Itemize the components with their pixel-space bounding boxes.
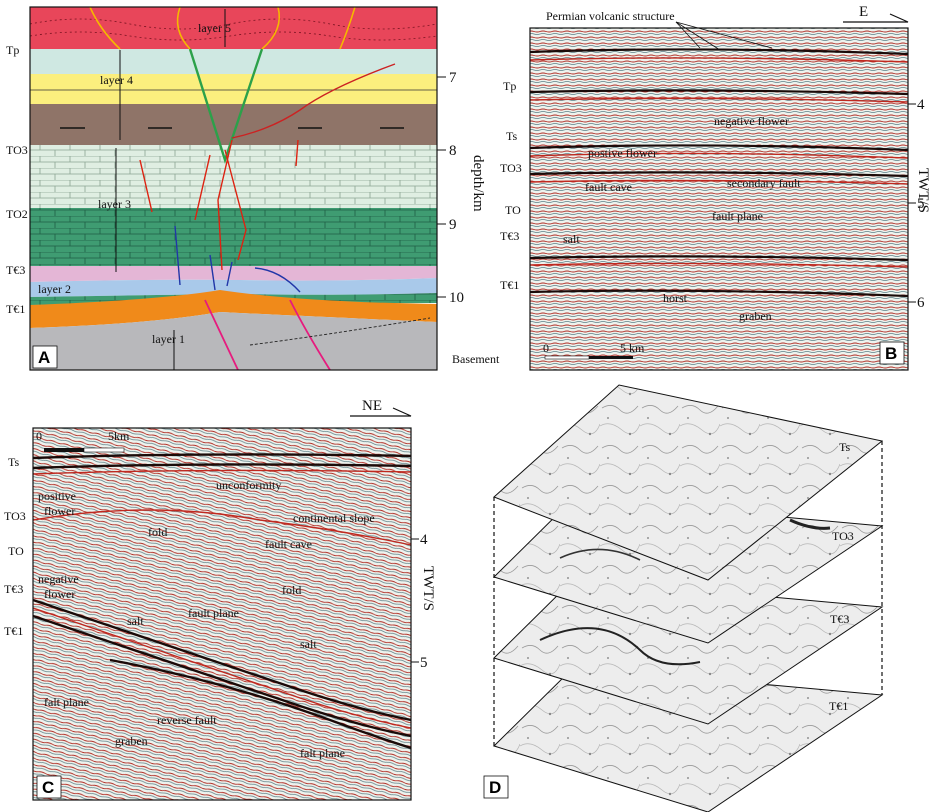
panel-c-continental-slope: continental slope	[293, 511, 375, 525]
panel-c-scale-zero: 0	[36, 429, 42, 443]
layer-5-band	[30, 7, 437, 49]
panel-c-negative-flower: flower	[44, 587, 75, 601]
panel-a-layer-4-label: layer 4	[100, 73, 133, 87]
panel-b-horizon-tp: Tp	[503, 79, 516, 93]
panel-b-negative-flower: negative flower	[714, 114, 789, 128]
panel-b-fault-plane: fault plane	[712, 209, 763, 223]
panel-d-stacked-slices: Ts TO3 T€3 T€1 D	[483, 384, 884, 812]
pink-band	[30, 266, 437, 282]
panel-b-title: Permian volcanic structure	[546, 9, 675, 23]
panel-a-layer-5-label: layer 5	[198, 21, 231, 35]
panel-c-horizon-ts: Ts	[8, 455, 19, 469]
panel-b-time-tick-4: 4	[917, 97, 925, 113]
panel-c-salt-1: salt	[127, 614, 144, 628]
panel-a-layer-2-label: layer 2	[38, 282, 71, 296]
panel-a-layer-1-label: layer 1	[152, 332, 185, 346]
panel-b-time-tick-6: 6	[917, 295, 925, 311]
panel-c-graben: graben	[115, 734, 148, 748]
panel-b-scale-zero: 0	[543, 341, 549, 355]
layer-1-orange-band	[30, 290, 437, 328]
panel-a-depth-tick-7: 7	[449, 70, 457, 86]
panel-d-slice-tc1-label: T€1	[829, 699, 848, 713]
panel-b-scale-label: 5 km	[620, 341, 645, 355]
panel-c-fault-plane: fault plane	[188, 606, 239, 620]
panel-b-salt: salt	[563, 232, 580, 246]
panel-a-horizon-to2: TO2	[6, 207, 28, 221]
panel-b-horizon-ts: Ts	[506, 129, 517, 143]
brown-band	[30, 104, 437, 145]
layer-2-band	[30, 278, 437, 297]
panel-b-horizon-tc3: T€3	[500, 229, 519, 243]
panel-a-depth-tick-9: 9	[449, 217, 457, 233]
panel-a-horizon-to3: TO3	[6, 143, 28, 157]
panel-a-horizon-tc1: T€1	[6, 302, 25, 316]
panel-c-horizon-to: TO	[8, 544, 24, 558]
slice-tc1	[493, 666, 884, 812]
layer-4-band	[30, 74, 437, 104]
panel-c-fold-1: fold	[148, 525, 167, 539]
panel-b-frame	[529, 27, 909, 371]
panel-b-horizon-to3: TO3	[500, 161, 522, 175]
layer-3-dark-dolomite	[30, 208, 437, 266]
panel-c-fault-cave: fault cave	[265, 537, 312, 551]
panel-c-scale-label: 5km	[108, 429, 130, 443]
panel-b-positive-flower: postive flower	[588, 146, 657, 160]
panel-c-time-axis-label: TWT/S	[420, 566, 436, 611]
panel-a-badge: A	[38, 348, 50, 367]
panel-c-badge: C	[42, 778, 54, 797]
panel-d-slice-tc3-label: T€3	[830, 612, 849, 626]
panel-c-salt-2: salt	[300, 637, 317, 651]
panel-a-depth-axis-label: depth/km	[470, 155, 486, 212]
panel-b-time-tick-5: 5	[917, 196, 925, 212]
panel-c-positive-flower: flower	[44, 504, 75, 518]
panel-a-horizon-tc3: T€3	[6, 263, 25, 277]
panel-b-horizon-to: TO	[505, 203, 521, 217]
panel-b-horizon-basement: Basement	[452, 352, 500, 366]
slice-tc3	[493, 578, 884, 725]
panel-c-falt-plane-2: falt plane	[300, 746, 345, 760]
panel-c-horizon-tc3: T€3	[4, 582, 23, 596]
panel-d-slice-ts-label: Ts	[839, 440, 850, 454]
panel-b-direction: E	[859, 4, 868, 20]
panel-c-time-tick-5: 5	[420, 655, 428, 671]
panel-c-direction: NE	[362, 398, 382, 414]
panel-a-depth-tick-10: 10	[449, 290, 464, 306]
panel-b-badge: B	[885, 344, 897, 363]
panel-a-horizon-tp: Tp	[6, 43, 19, 57]
panel-c-frame	[32, 427, 412, 801]
panel-a-depth-tick-8: 8	[449, 143, 457, 159]
panel-b-horst: horst	[663, 291, 688, 305]
panel-c-positive: positive	[38, 489, 76, 503]
layer-3-light-limestone	[30, 145, 437, 208]
panel-b-fault-cave: fault cave	[585, 180, 632, 194]
panel-b-graben: graben	[739, 309, 772, 323]
panel-a-geologic-section: layer 5 layer 4 layer 3 layer 2 layer 1 …	[6, 6, 486, 371]
panel-c-unconformity: unconformity	[216, 478, 281, 492]
panel-c-reverse-fault: reverse fault	[157, 713, 217, 727]
panel-c-seismic-profile: 0 5km NE Ts TO3 TO T€3 T€1 unconformity …	[4, 398, 436, 801]
panel-c-negative: negative	[38, 572, 79, 586]
panel-c-time-tick-4: 4	[420, 532, 428, 548]
tp-band	[30, 49, 437, 74]
panel-c-falt-plane-1: falt plane	[44, 695, 89, 709]
panel-b-seismic-profile: Permian volcanic structure E Tp Ts TO3 T…	[452, 4, 931, 371]
panel-c-horizon-to3: TO3	[4, 509, 26, 523]
panel-b-secondary-fault: secondary fault	[727, 176, 801, 190]
basement-band	[30, 312, 437, 370]
panel-b-time-axis-label: TWT/S	[915, 168, 931, 213]
panel-a-layer-3-label: layer 3	[98, 197, 131, 211]
panel-c-horizon-tc1: T€1	[4, 624, 23, 638]
panel-d-slice-to3-label: TO3	[832, 529, 854, 543]
panel-a-frame	[29, 6, 438, 371]
panel-d-badge: D	[489, 778, 501, 797]
panel-c-fold-2: fold	[282, 583, 301, 597]
panel-b-horizon-tc1: T€1	[500, 278, 519, 292]
slice-ts	[493, 384, 884, 581]
